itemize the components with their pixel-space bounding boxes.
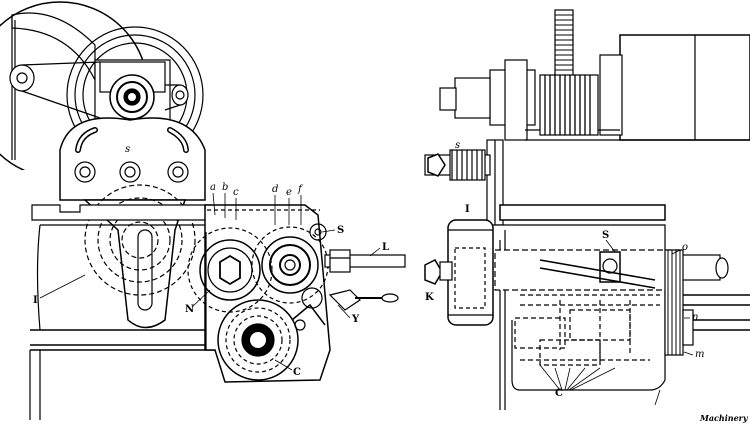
bolt-plate	[59, 117, 206, 201]
label-left-f: f	[297, 184, 304, 195]
label-right-m: m	[695, 349, 704, 360]
gear-box	[187, 204, 331, 383]
label-right-C: C	[555, 388, 563, 399]
label-right-I: I	[465, 204, 470, 215]
label-left-Y: Y	[351, 314, 360, 325]
swing-arm	[83, 184, 196, 329]
shaft-L	[324, 249, 406, 273]
label-right-n: n	[692, 312, 698, 323]
inner-levers	[514, 309, 650, 366]
label-left-L: L	[382, 242, 389, 253]
handle-Y	[328, 289, 399, 311]
label-left-s: s	[125, 144, 130, 155]
label-left-N: N	[185, 304, 194, 315]
left-labels: s a b c d e f S L I N Y C	[33, 144, 389, 378]
label-left-e: e	[286, 187, 292, 198]
label-right-o: o	[682, 242, 688, 253]
apron-box	[495, 204, 666, 410]
handwheel-K	[424, 219, 494, 326]
label-left-b: b	[222, 182, 228, 193]
right-leaders	[539, 239, 694, 406]
label-right-s: s	[455, 140, 460, 151]
right-labels: s I S o K n m C	[425, 140, 704, 399]
right-gear-stack	[664, 249, 750, 356]
publisher-credit: Machinery	[699, 413, 749, 423]
spur-gear-stack	[539, 9, 599, 136]
label-left-d: d	[272, 184, 278, 195]
label-left-S: S	[337, 225, 344, 236]
upper-bracket	[9, 59, 189, 121]
main-shaft	[494, 249, 729, 360]
label-left-a: a	[210, 182, 216, 193]
label-right-S: S	[602, 230, 609, 241]
vertical-column	[424, 139, 504, 226]
right-view: s I S o K n m C	[424, 9, 750, 410]
label-left-I: I	[33, 295, 38, 306]
left-leaders	[39, 192, 381, 371]
bed-rail	[29, 204, 215, 420]
label-right-K: K	[425, 292, 434, 303]
label-left-C: C	[293, 367, 301, 378]
left-view: s a b c d e f S L I N Y C	[0, 1, 406, 420]
label-left-c: c	[233, 187, 239, 198]
